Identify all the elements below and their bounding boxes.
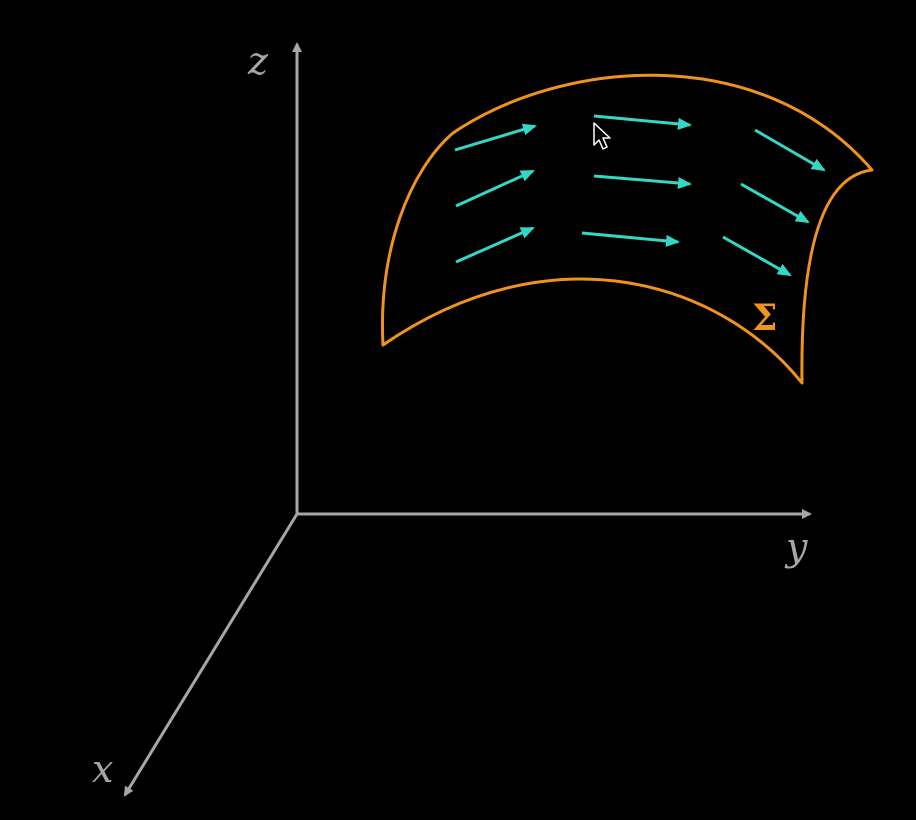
z-axis-label: z xyxy=(247,39,269,83)
vector-field xyxy=(454,114,826,277)
vector-arrow-icon xyxy=(455,169,535,208)
surface-sigma xyxy=(380,73,874,385)
axes xyxy=(123,42,812,797)
vector-arrow-icon xyxy=(593,174,692,189)
vector-arrow-icon xyxy=(740,182,810,224)
vector-arrow-icon xyxy=(455,226,535,264)
vector-arrow-icon xyxy=(754,128,826,172)
x-axis xyxy=(123,513,299,797)
vector-arrow-icon xyxy=(581,231,680,247)
vector-arrow-icon xyxy=(722,235,792,277)
mouse-pointer-icon xyxy=(593,122,611,150)
vector-arrow-icon xyxy=(593,114,692,130)
y-axis-label: y xyxy=(784,525,808,569)
vector-arrow-icon xyxy=(454,123,537,152)
surface-label: Σ xyxy=(752,297,777,339)
x-axis-label: x xyxy=(92,747,113,791)
